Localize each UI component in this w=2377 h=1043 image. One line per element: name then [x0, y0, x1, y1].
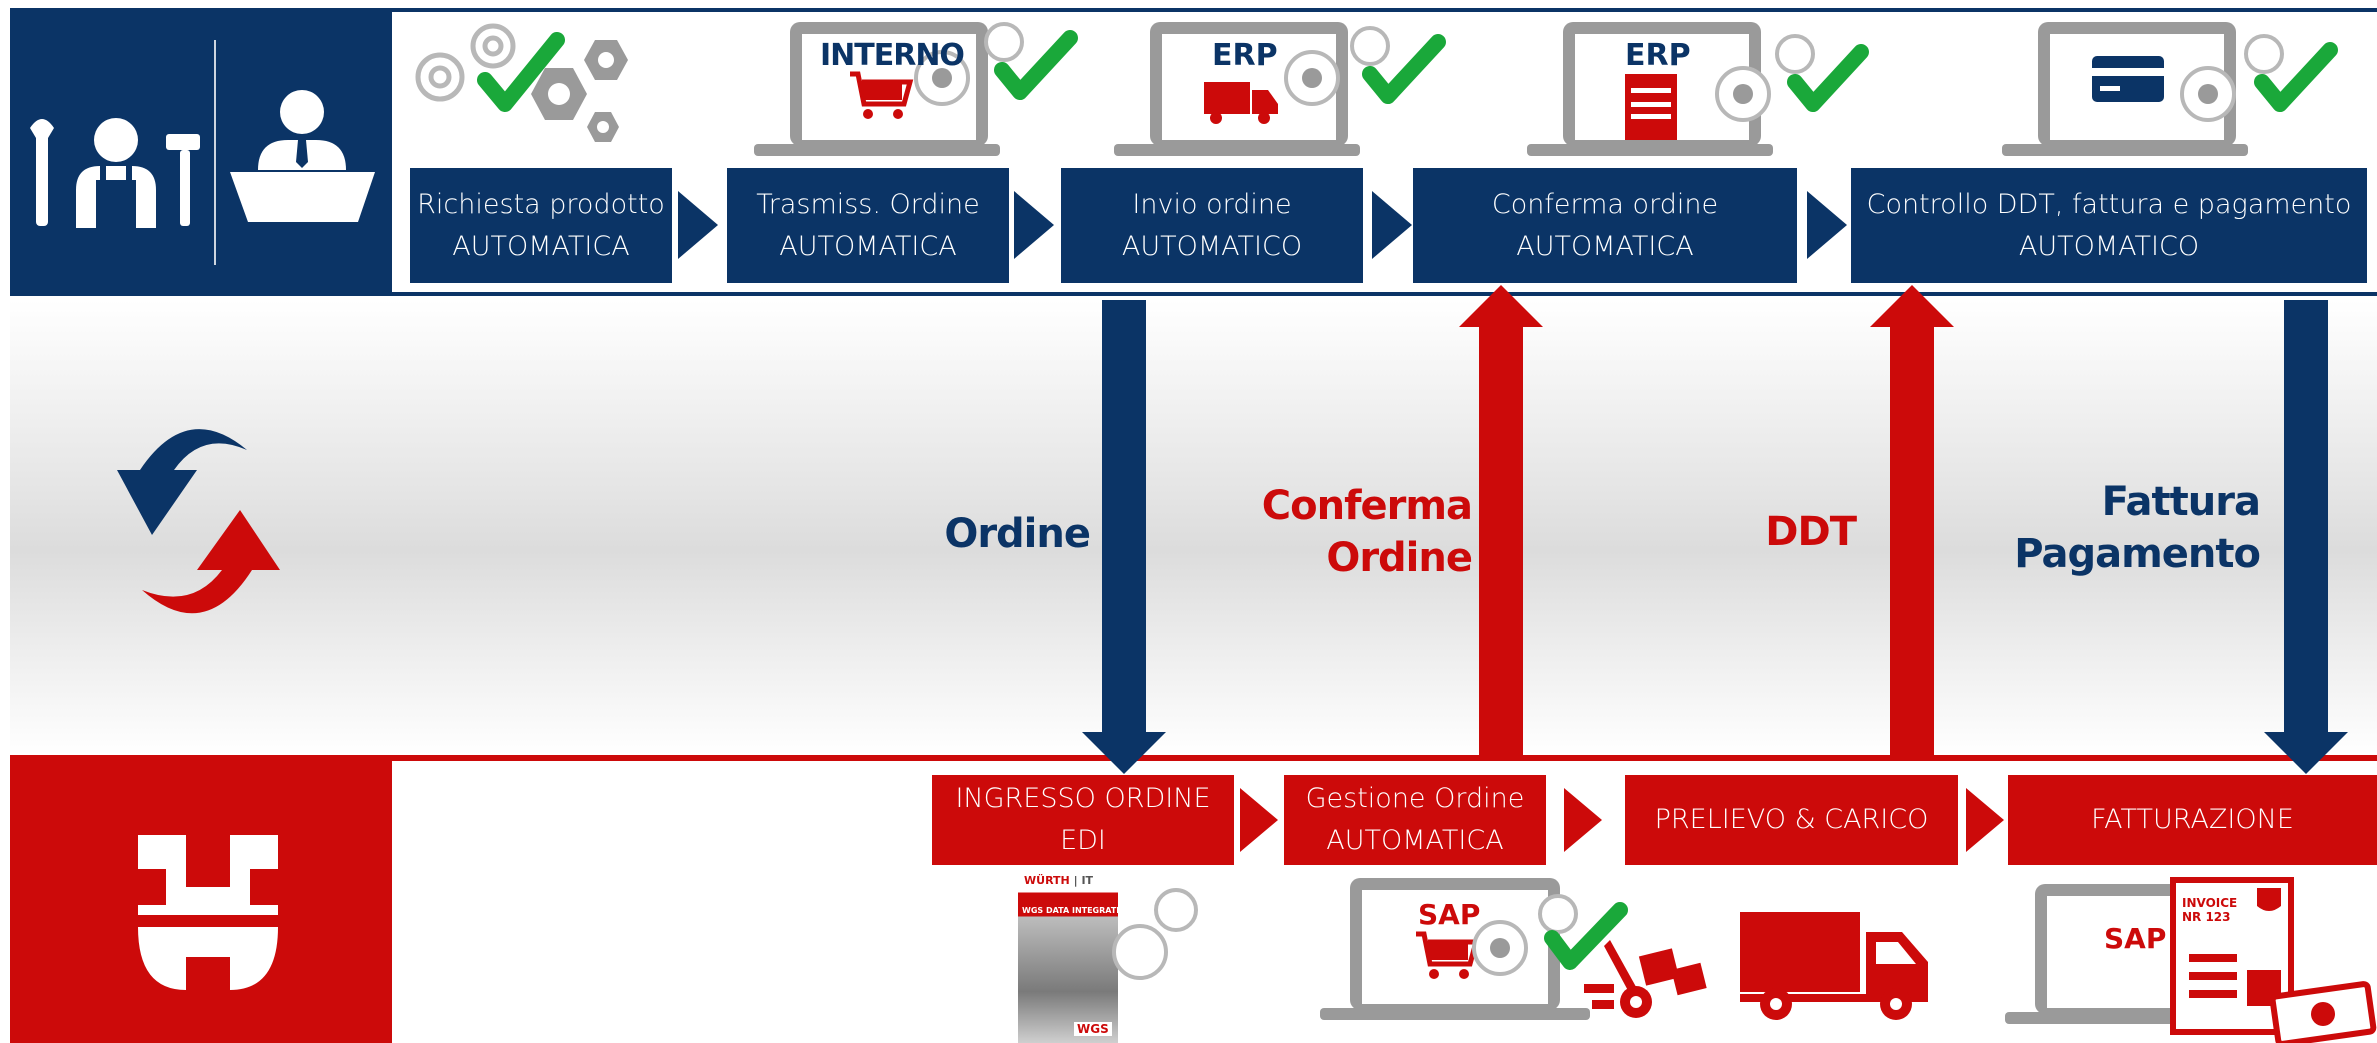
brochure-gears-icon: [1112, 888, 1198, 980]
brochure-title: WGS DATA INTEGRATION: [1022, 906, 1133, 915]
brochure-division: IT: [1081, 874, 1094, 887]
wgs-brochure: WÜRTH | IT WGS DATA INTEGRATION WGS: [1018, 872, 1133, 1043]
supplier-step-picking: PRELIEVO & CARICO: [1625, 775, 1958, 865]
delivery-truck-icon: [1740, 912, 1928, 1020]
screen-label-erp-2: ERP: [1625, 38, 1691, 73]
ddt-flow-arrow: [1870, 285, 1954, 760]
confirm-flow-arrow: [1459, 285, 1543, 760]
supplier-step-order-management: Gestione Ordine AUTOMATICA: [1284, 775, 1546, 865]
sync-arrows-icon: [117, 429, 280, 614]
laptop-erp-truck-icon: [1114, 22, 1446, 156]
supplier-band-divider: [10, 755, 2377, 761]
supplier-step-order-intake: INGRESSO ORDINE EDI: [932, 775, 1234, 865]
laptop-interno-icon: [754, 22, 1078, 156]
laptop-card-payment-icon: [2002, 22, 2338, 156]
customer-step-control: Controllo DDT, fattura e pagamento AUTOM…: [1851, 168, 2367, 283]
screen-label-interno: INTERNO: [820, 38, 965, 73]
worker-icon: [30, 118, 200, 228]
screen-label-sap-2: SAP: [2104, 922, 2167, 955]
invoice-flow-arrow: [2264, 300, 2348, 774]
customer-step-confirm: Conferma ordine AUTOMATICA: [1413, 168, 1797, 283]
flow-label-ddt: DDT: [1765, 509, 1857, 555]
supplier-step-arrow-2: [1564, 788, 1602, 852]
flow-label-confirm: Conferma Ordine: [1261, 483, 1473, 581]
supplier-step-invoicing: FATTURAZIONE: [2008, 775, 2377, 865]
laptop-erp-invoice-icon: [1527, 22, 1869, 156]
brochure-brand: WÜRTH: [1024, 874, 1070, 887]
customer-step-transmit: Trasmiss. Ordine AUTOMATICA: [727, 168, 1009, 283]
flow-label-invoice: Fattura Pagamento: [2014, 479, 2261, 577]
invoice-label: INVOICE NR 123: [2182, 896, 2238, 924]
wurth-logo: [138, 835, 278, 990]
customer-step-arrow-3: [1372, 191, 1412, 259]
screen-label-erp-1: ERP: [1212, 38, 1278, 73]
customer-step-arrow-4: [1807, 191, 1847, 259]
customer-band-border: [392, 8, 2377, 296]
customer-step-arrow-2: [1014, 191, 1054, 259]
supplier-step-arrow-1: [1240, 788, 1278, 852]
icon-separator: [214, 40, 216, 265]
brochure-logo: WGS: [1074, 1022, 1112, 1036]
gears-and-nuts-icon: [415, 23, 628, 142]
exchange-band: [10, 300, 2377, 755]
clerk-icon: [230, 90, 375, 222]
customer-step-request: Richiesta prodotto AUTOMATICA: [410, 168, 672, 283]
customer-step-send-order: Invio ordine AUTOMATICO: [1061, 168, 1363, 283]
screen-label-sap-1: SAP: [1418, 898, 1481, 931]
laptop-sap-invoice-icon: [2005, 877, 2377, 1043]
supplier-step-arrow-3: [1966, 788, 2004, 852]
order-flow-arrow: [1082, 300, 1166, 774]
laptop-sap-cart-icon: [1320, 878, 1628, 1020]
customer-step-arrow-1: [678, 191, 718, 259]
flow-label-order: Ordine: [944, 511, 1091, 557]
forklift-icon: [1584, 940, 1707, 1018]
